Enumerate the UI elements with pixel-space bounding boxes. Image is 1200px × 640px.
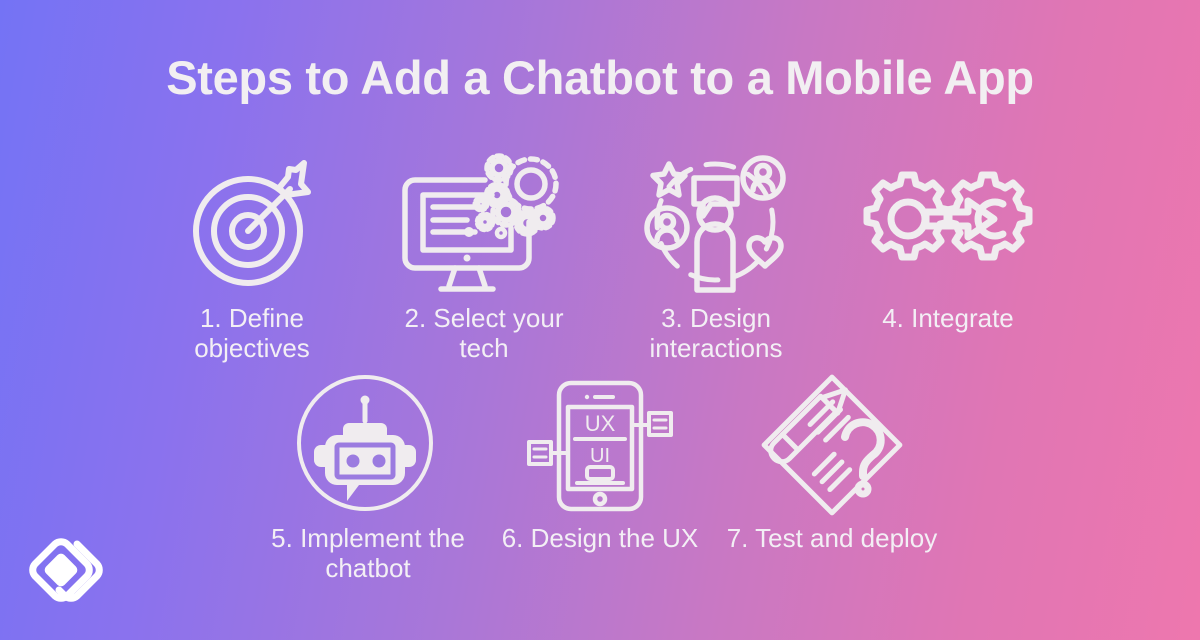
page-title: Steps to Add a Chatbot to a Mobile App: [166, 51, 1034, 104]
document-pencil-question-icon: [755, 370, 910, 520]
step-label: 5. Implement the chatbot: [271, 523, 465, 583]
step-item-2[interactable]: 2. Select your tech: [370, 150, 598, 363]
mobile-ux-ui-icon: UX UI: [525, 370, 675, 520]
steps-row-bottom: 5. Implement the chatbot UX: [0, 370, 1200, 583]
step-item-7[interactable]: 7. Test and deploy: [718, 370, 946, 554]
step-label: 2. Select your tech: [404, 303, 564, 363]
svg-text:UX: UX: [585, 411, 616, 436]
user-interaction-icon: [639, 150, 794, 300]
monitor-gears-icon: [397, 150, 572, 300]
step-label: 7. Test and deploy: [726, 523, 938, 553]
step-label: 6. Design the UX: [501, 523, 699, 553]
interlocking-diamonds-logo: [28, 528, 112, 612]
step-label: 4. Integrate: [882, 303, 1014, 333]
step-item-6[interactable]: UX UI 6. Desig: [486, 370, 714, 554]
steps-row-top: 1. Define objectives: [0, 150, 1200, 363]
step-label: 3. Design interactions: [649, 303, 783, 363]
step-item-4[interactable]: 4. Integrate: [834, 150, 1062, 334]
step-label: 1. Define objectives: [194, 303, 310, 363]
gears-arrow-icon: [848, 150, 1048, 300]
step-item-3[interactable]: 3. Design interactions: [602, 150, 830, 363]
svg-text:UI: UI: [590, 445, 610, 467]
target-arrow-icon: [186, 150, 318, 300]
robot-chat-icon: [293, 370, 443, 520]
step-item-1[interactable]: 1. Define objectives: [138, 150, 366, 363]
step-item-5[interactable]: 5. Implement the chatbot: [254, 370, 482, 583]
